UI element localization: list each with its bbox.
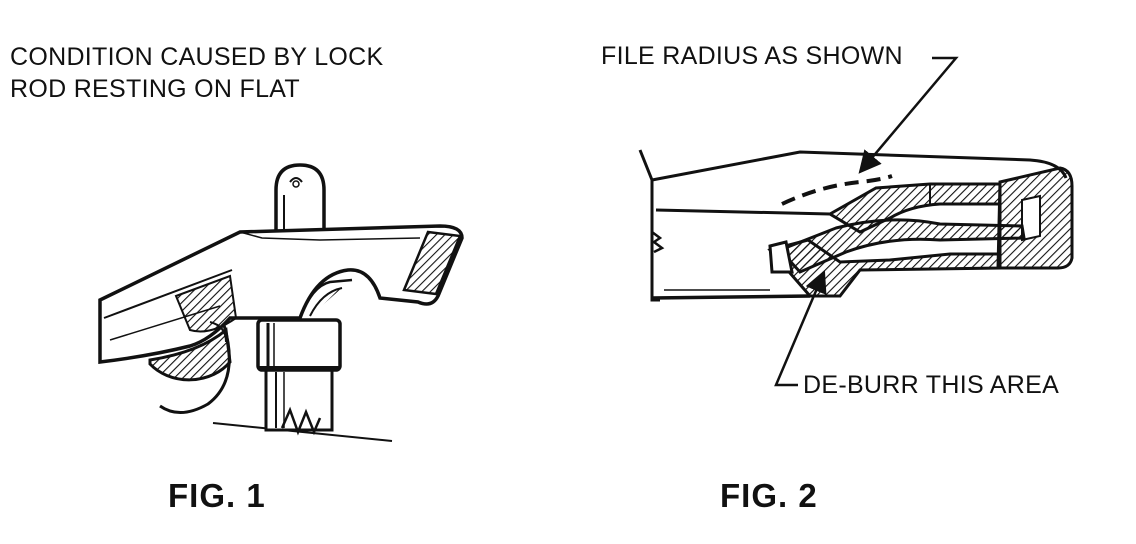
- lock-lever-arm: [98, 224, 464, 364]
- file-radius-dashed-line: [781, 174, 893, 206]
- lever-roller: [148, 321, 232, 414]
- lock-rod-shaft: [264, 366, 334, 436]
- fig1-title: FIG. 1: [168, 477, 266, 514]
- lock-rod-illustration: [98, 163, 464, 442]
- lock-spring-tongue: [768, 218, 1026, 274]
- lock-rod-knob: [274, 163, 326, 247]
- figure-1: CONDITION CAUSED BY LOCK ROD RESTING ON …: [0, 0, 560, 544]
- plate-end-block: [996, 166, 1074, 270]
- ground-line: [212, 422, 393, 442]
- lock-plate-illustration: [638, 56, 1074, 387]
- deburr-callout: DE-BURR THIS AREA: [803, 371, 1060, 399]
- file-radius-callout: FILE RADIUS AS SHOWN: [601, 42, 903, 70]
- deburr-leader: [774, 269, 827, 387]
- file-radius-leader: [858, 56, 959, 174]
- figure-2: FILE RADIUS AS SHOWN DE-BURR THIS AREA: [560, 0, 1136, 544]
- fig1-caption-line-2: ROD RESTING ON FLAT: [10, 75, 300, 103]
- lock-rod-collar: [256, 318, 342, 372]
- fig2-title: FIG. 2: [720, 477, 818, 514]
- fig1-caption-line-1: CONDITION CAUSED BY LOCK: [10, 43, 384, 71]
